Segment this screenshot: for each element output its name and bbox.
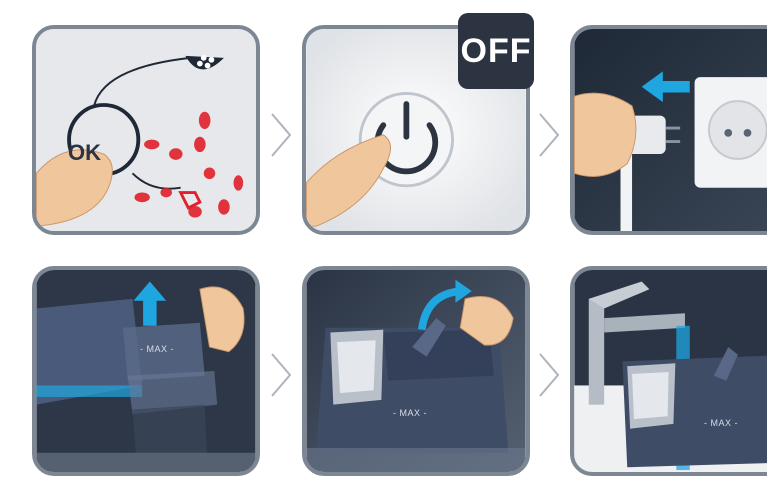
step-4-illustration xyxy=(36,270,256,472)
max-fill-mark: - MAX - xyxy=(140,344,174,354)
step-1-illustration xyxy=(36,29,256,231)
step-5-open-flap-panel xyxy=(302,266,530,476)
step-1-press-ok-panel xyxy=(32,25,260,235)
chevron-right-icon xyxy=(268,350,294,400)
step-6-illustration xyxy=(574,270,767,472)
ok-button-label: OK xyxy=(68,140,101,166)
chevron-right-icon xyxy=(536,350,562,400)
off-badge: OFF xyxy=(458,13,534,89)
step-6-fill-water-panel xyxy=(570,266,767,476)
step-5-illustration xyxy=(306,270,526,472)
chevron-right-icon xyxy=(268,110,294,160)
max-fill-mark: - MAX - xyxy=(393,408,427,418)
step-3-illustration xyxy=(574,29,767,231)
chevron-right-icon xyxy=(536,110,562,160)
step-4-lift-cover-panel xyxy=(32,266,260,476)
max-fill-mark: - MAX - xyxy=(704,418,738,428)
step-3-unplug-panel xyxy=(570,25,767,235)
